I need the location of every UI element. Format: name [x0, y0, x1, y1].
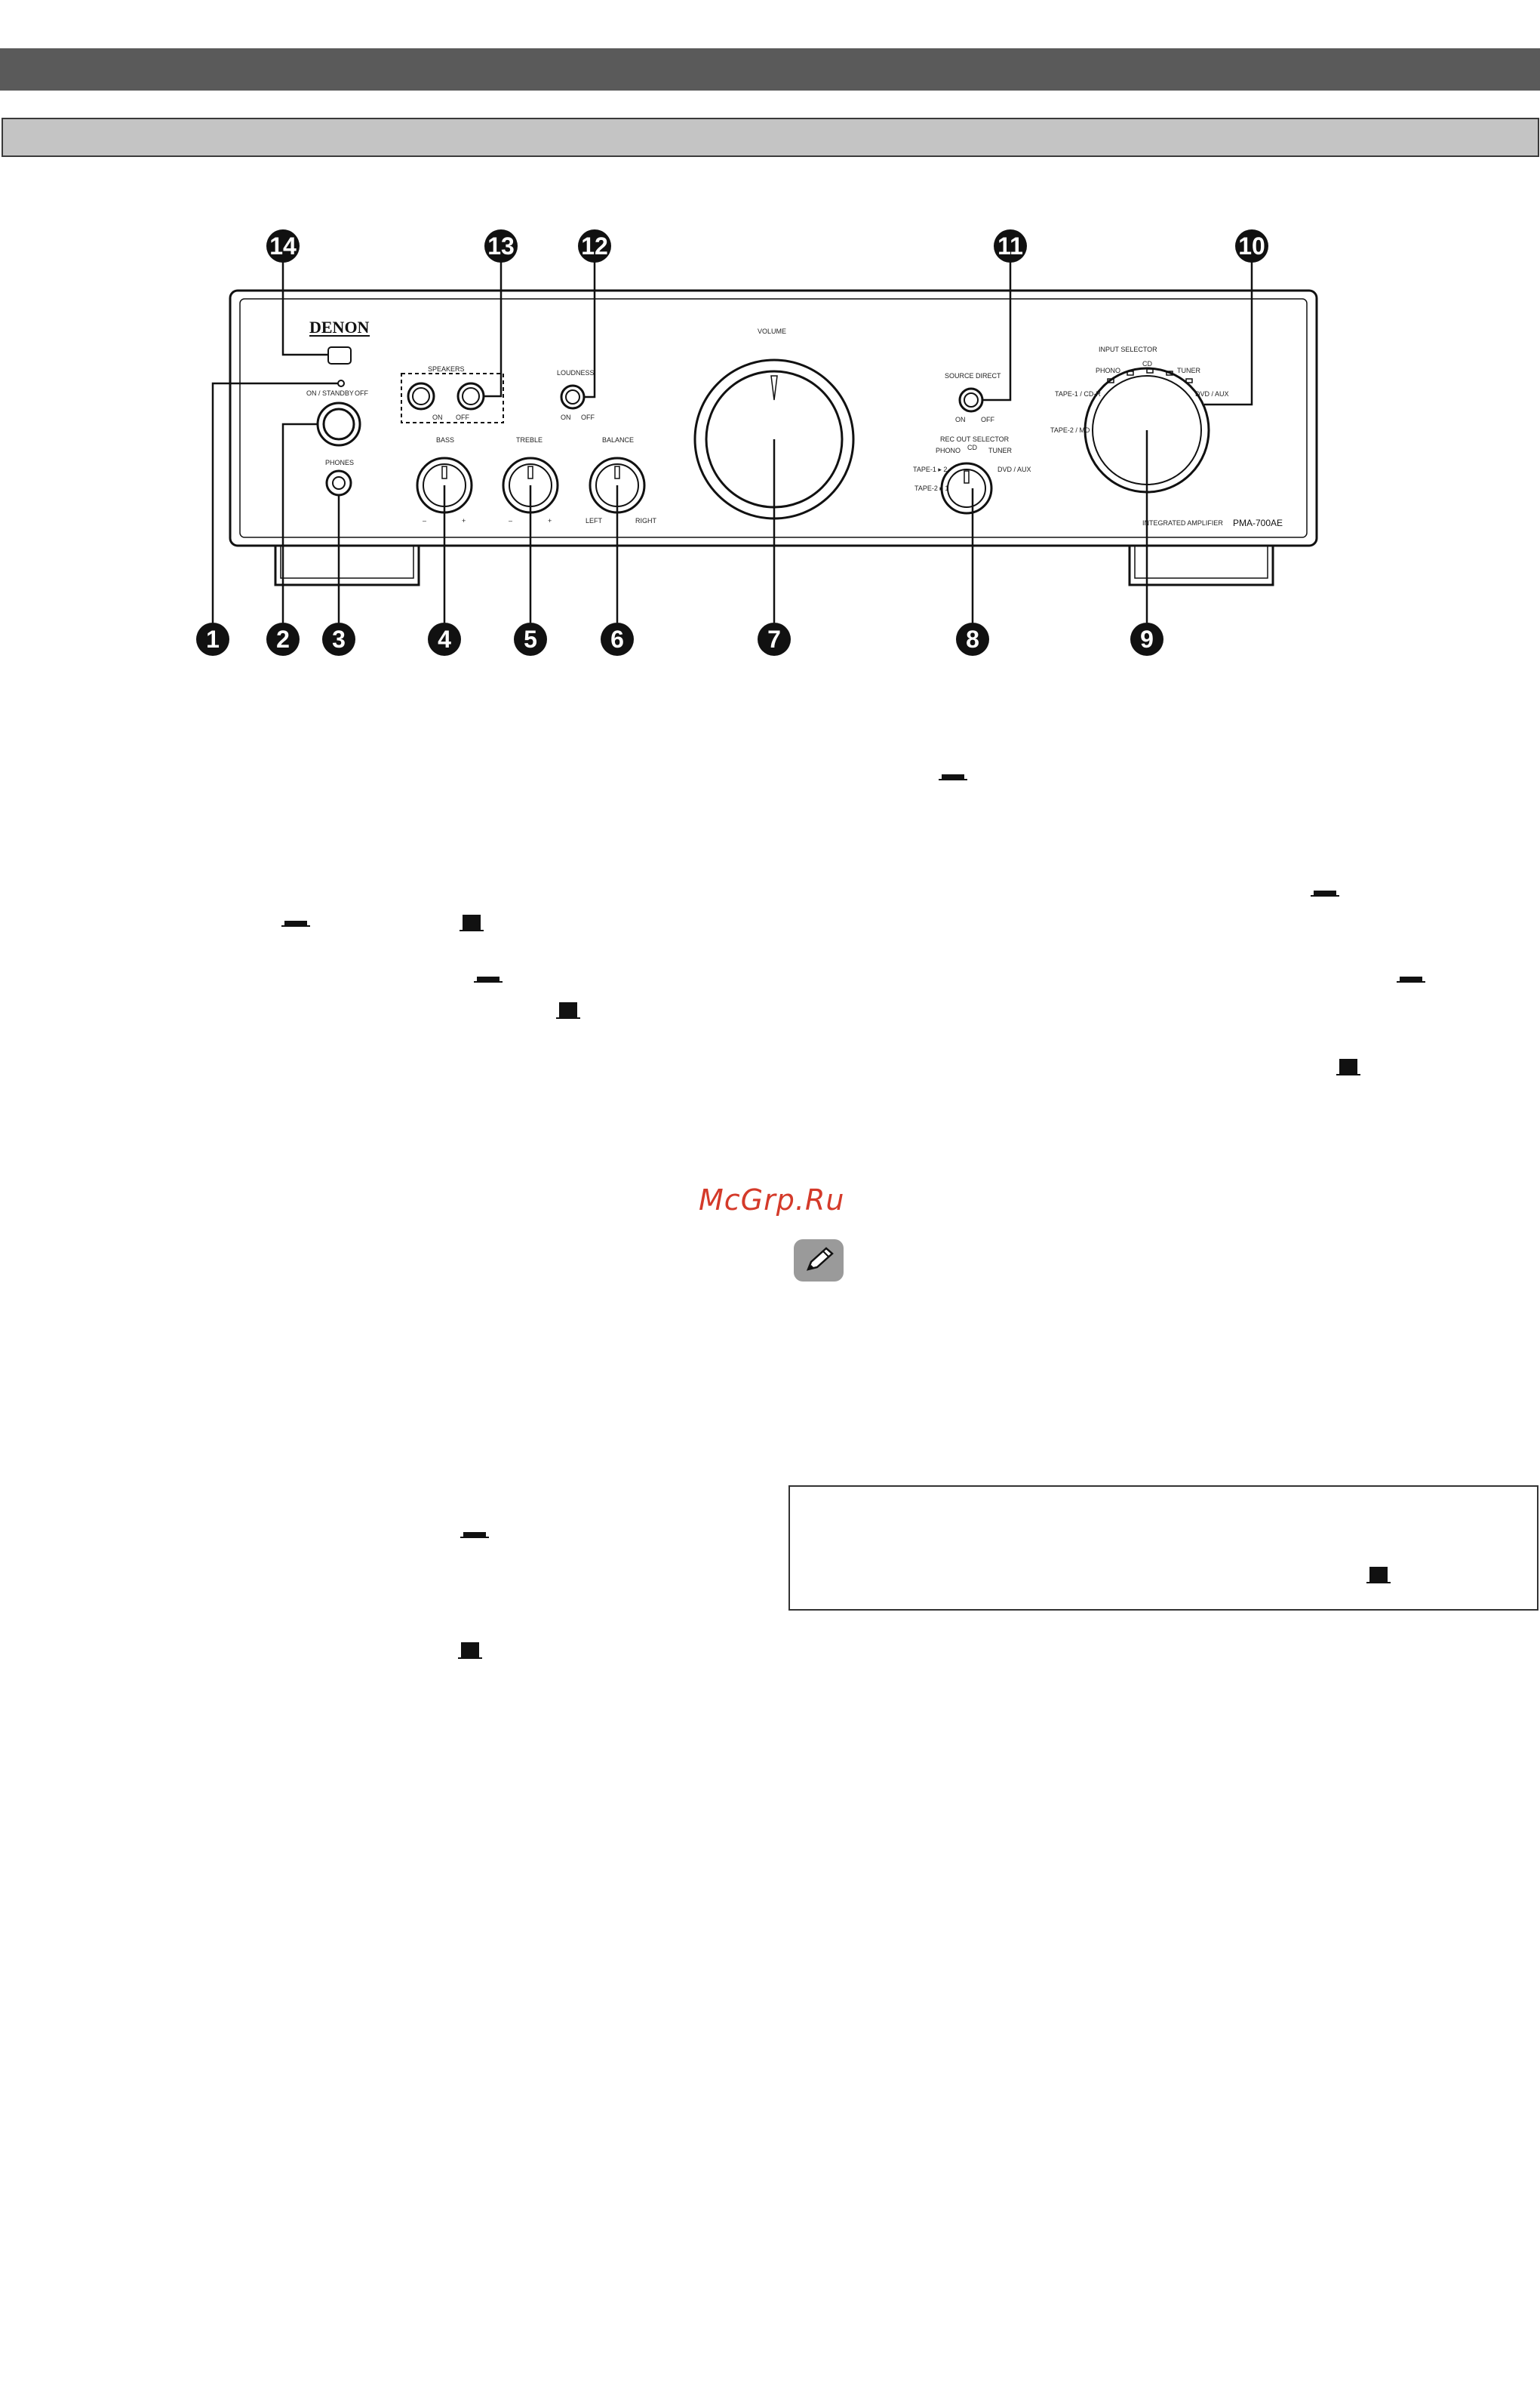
callout-14: 14: [266, 229, 300, 263]
svg-text:LEFT: LEFT: [586, 517, 603, 525]
svg-text:+: +: [462, 517, 466, 525]
svg-text:PMA-700AE: PMA-700AE: [1233, 518, 1283, 528]
button-released-icon: [1397, 977, 1425, 983]
button-pressed-icon: [1336, 1059, 1360, 1075]
callout-8: 8: [956, 623, 989, 656]
button-pressed-icon: [1366, 1567, 1391, 1583]
button-pressed-icon: [460, 915, 484, 931]
speakers-a-button[interactable]: [407, 382, 435, 411]
svg-text:OFF: OFF: [355, 389, 368, 397]
button-released-icon: [1311, 891, 1339, 897]
svg-text:14: 14: [269, 232, 297, 260]
svg-text:REC OUT SELECTOR: REC OUT SELECTOR: [940, 435, 1010, 443]
svg-text:TUNER: TUNER: [1177, 367, 1200, 374]
button-released-icon: [474, 977, 503, 983]
svg-text:OFF: OFF: [981, 416, 994, 423]
denon-logo: DENON: [309, 318, 370, 337]
svg-text:TREBLE: TREBLE: [516, 436, 543, 444]
svg-text:INPUT SELECTOR: INPUT SELECTOR: [1099, 346, 1157, 353]
button-pressed-icon: [458, 1642, 482, 1659]
svg-text:2: 2: [276, 626, 290, 653]
leader-lines: [211, 260, 1253, 623]
svg-text:TAPE-2 / MD: TAPE-2 / MD: [1050, 426, 1090, 434]
svg-text:SPEAKERS: SPEAKERS: [428, 365, 465, 373]
button-released-icon: [460, 1532, 489, 1538]
callout-1: 1: [196, 623, 229, 656]
svg-text:12: 12: [581, 232, 608, 260]
power-button[interactable]: [316, 402, 361, 447]
button-pressed-icon: [556, 1002, 580, 1019]
button-released-icon: [939, 774, 967, 780]
svg-text:DENON: DENON: [309, 318, 370, 337]
svg-text:7: 7: [767, 626, 781, 653]
svg-text:BALANCE: BALANCE: [602, 436, 634, 444]
callout-5: 5: [514, 623, 547, 656]
svg-text:TUNER: TUNER: [988, 447, 1012, 454]
svg-text:4: 4: [438, 626, 451, 653]
svg-text:9: 9: [1140, 626, 1154, 653]
svg-text:OFF: OFF: [456, 414, 469, 421]
svg-text:8: 8: [966, 626, 979, 653]
watermark: McGrp.Ru: [699, 1183, 845, 1217]
speakers-group-outline: [401, 373, 504, 423]
phones-jack[interactable]: [325, 469, 352, 497]
svg-text:ON / STANDBY: ON / STANDBY: [306, 389, 354, 397]
svg-text:6: 6: [610, 626, 624, 653]
rec-out-selector-knob[interactable]: [940, 462, 993, 515]
svg-text:PHONES: PHONES: [325, 459, 354, 466]
callout-4: 4: [428, 623, 461, 656]
svg-text:–: –: [423, 517, 426, 525]
loudness-button[interactable]: [560, 384, 586, 410]
svg-text:SOURCE DIRECT: SOURCE DIRECT: [945, 372, 1001, 380]
svg-text:ON: ON: [561, 414, 571, 421]
svg-text:VOLUME: VOLUME: [758, 328, 786, 335]
svg-text:TAPE-2 ▸ 1: TAPE-2 ▸ 1: [914, 485, 948, 492]
svg-text:CD: CD: [967, 444, 977, 451]
svg-text:13: 13: [487, 232, 515, 260]
input-indicators: [1107, 368, 1193, 383]
svg-text:CD: CD: [1142, 360, 1152, 368]
svg-text:TAPE-1 / CD-R: TAPE-1 / CD-R: [1055, 390, 1101, 398]
svg-text:RIGHT: RIGHT: [635, 517, 657, 525]
svg-text:DVD / AUX: DVD / AUX: [1195, 390, 1229, 398]
callout-9: 9: [1130, 623, 1163, 656]
svg-text:PHONO: PHONO: [1096, 367, 1120, 374]
callout-11: 11: [994, 229, 1027, 263]
callout-2: 2: [266, 623, 300, 656]
svg-text:1: 1: [206, 626, 220, 653]
note-box: [788, 1485, 1538, 1611]
front-panel-diagram: DENON ON / STANDBY OFF PHONES SPEAKERS O…: [196, 229, 1318, 656]
svg-text:OFF: OFF: [581, 414, 595, 421]
callout-12: 12: [578, 229, 611, 263]
svg-text:10: 10: [1238, 232, 1265, 260]
remote-sensor: [327, 346, 352, 365]
speakers-b-button[interactable]: [456, 382, 485, 411]
svg-text:LOUDNESS: LOUDNESS: [557, 369, 595, 377]
section-header-bar: [0, 48, 1540, 91]
svg-text:5: 5: [524, 626, 537, 653]
power-indicator: [337, 380, 345, 387]
svg-text:TAPE-1 ▸ 2: TAPE-1 ▸ 2: [913, 466, 947, 473]
svg-text:ON: ON: [432, 414, 443, 421]
svg-text:PHONO: PHONO: [936, 447, 961, 454]
callout-10: 10: [1235, 229, 1268, 263]
svg-text:–: –: [509, 517, 512, 525]
callout-13: 13: [484, 229, 518, 263]
svg-text:ON: ON: [955, 416, 966, 423]
callout-6: 6: [601, 623, 634, 656]
svg-text:BASS: BASS: [436, 436, 454, 444]
svg-text:INTEGRATED AMPLIFIER: INTEGRATED AMPLIFIER: [1142, 519, 1223, 527]
svg-text:+: +: [548, 517, 552, 525]
callout-3: 3: [322, 623, 355, 656]
svg-text:DVD / AUX: DVD / AUX: [997, 466, 1031, 473]
source-direct-button[interactable]: [958, 387, 984, 413]
pencil-icon: [794, 1239, 844, 1282]
svg-text:11: 11: [997, 232, 1023, 260]
callout-7: 7: [758, 623, 791, 656]
subsection-header-bar: [2, 118, 1539, 157]
button-released-icon: [281, 921, 310, 927]
svg-text:3: 3: [332, 626, 346, 653]
